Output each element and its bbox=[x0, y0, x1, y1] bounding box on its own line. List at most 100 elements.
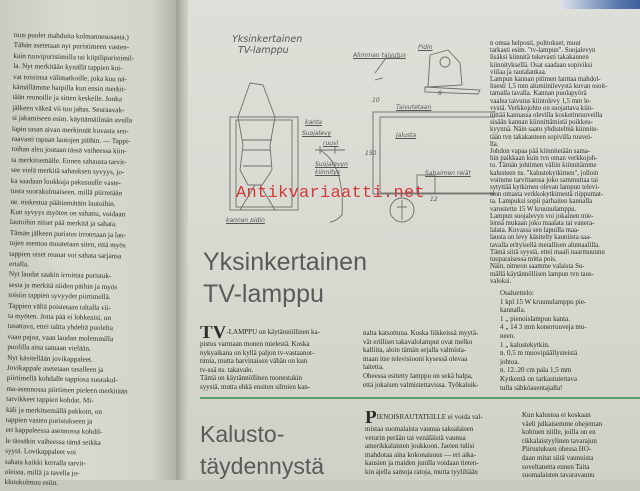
article-headline: Kalusto- bbox=[200, 421, 285, 447]
text-line: to. Tämän johtimen väliin kiinnitämme bbox=[490, 162, 597, 170]
text-line: vaalea taivutus kiintolevy 1,5 mm le- bbox=[490, 97, 592, 105]
bracket-curve bbox=[319, 149, 343, 223]
shield-plate bbox=[229, 116, 299, 211]
left-page bbox=[0, 0, 180, 480]
text-line: tamalla tavalla. Kannan puolapyörä bbox=[490, 90, 587, 98]
text-line: Lampun suojalevyn voi jokainen mie- bbox=[490, 212, 594, 220]
label-pidin: Pidin bbox=[418, 44, 433, 51]
dimension-label: 150 bbox=[365, 150, 377, 157]
parts-list-heading: Osaluettelo: bbox=[500, 289, 534, 297]
text-line: 4 „ 14 3 mm konerruuveja mu- bbox=[500, 323, 587, 332]
drawing-title-line: Yksinkertainen bbox=[232, 34, 303, 45]
text-line: Lampun kannan pitimen lanttaa mahdol- bbox=[490, 76, 601, 84]
holder-hole bbox=[439, 56, 451, 68]
left-page-text-column: tuus puolet mahduita kolmannesosasta.)Tä… bbox=[4, 30, 174, 491]
label-jalusta: Jalusta bbox=[396, 132, 417, 139]
text-line: voimme tarvittaessa joko sammuttaa tai bbox=[490, 176, 598, 184]
text-line: timia, mutta harvinaisen vähän on kun bbox=[200, 357, 308, 366]
article-headline: täydennystä bbox=[200, 453, 325, 479]
text-line: Piirustuksen ohessa HO- bbox=[522, 445, 592, 454]
text-line: sion omasta verkkokytkimestä riippumat- bbox=[490, 191, 604, 199]
text-line: kalliita, aloin tämän sejalla valmista- bbox=[363, 346, 467, 355]
right-page bbox=[188, 0, 640, 480]
text-line: Näin, nimeon saamme valaista Su- bbox=[490, 263, 585, 271]
text-line: veturin perään tai venäläistä vaunua bbox=[365, 433, 466, 442]
text-line: n omaa helposti, polttokset, muut bbox=[490, 40, 581, 47]
socket-lines bbox=[239, 184, 276, 211]
text-line: amerikkalaisten joukkoon. Jaeien tulisi bbox=[365, 442, 475, 451]
text-line: tulla sähköasentajalla! bbox=[500, 383, 563, 392]
text-line: tv-ssä ns. takavalo. bbox=[200, 365, 254, 374]
switch-circle bbox=[389, 197, 415, 223]
bend-detail bbox=[374, 57, 400, 81]
label-ruuvi: ruuvi bbox=[323, 140, 339, 147]
label-suojalevyn-kiinnitys: kiinnitys bbox=[315, 169, 341, 176]
text-line: rikkalaistyylinen tavarajun bbox=[522, 436, 597, 445]
text-line: syystä, mutta ehkä ensiten silmien kan- bbox=[200, 382, 311, 391]
bulb-lines bbox=[242, 139, 272, 167]
background-blue-edge bbox=[560, 0, 640, 9]
text-line: kohtuen niille, joilla on en bbox=[522, 428, 596, 437]
text-line: mällä käytännöllisen lampun tvn taus- bbox=[490, 270, 594, 278]
base-plate bbox=[372, 111, 495, 195]
section-divider bbox=[200, 397, 640, 399]
text-line: että jokaisen valmistettavissa. Työkalui… bbox=[363, 380, 479, 389]
text-line: nalta katsottuna. Koska liikkeissä myytä… bbox=[363, 329, 479, 337]
bulb-shape bbox=[237, 82, 276, 186]
text-line: valoksi. bbox=[490, 277, 512, 285]
text-line: lausta on levy käsitelty kauniista saa- bbox=[490, 234, 592, 242]
text-line: tuuparaisessa mitta pois. bbox=[490, 256, 557, 264]
text-line: johtoa. bbox=[500, 357, 520, 366]
text-line: -LAMPPU on käytännöllinen ka- bbox=[226, 328, 320, 336]
text-line: Kun kalustoa ei koskaan bbox=[522, 411, 591, 419]
lamp-technical-drawing bbox=[229, 49, 495, 223]
watermark: Antikvariaatti.net bbox=[236, 184, 426, 203]
article-headline: TV-lamppu bbox=[203, 280, 324, 308]
text-line: laitetta. bbox=[363, 363, 384, 372]
text-line: viilaa ja rautalankaa. bbox=[490, 68, 547, 76]
text-line: lisesti 1,5 mm alumiinilevystä kuvan oso… bbox=[490, 83, 608, 91]
text-line: Kytkentä on tarkastutettava bbox=[500, 374, 577, 383]
text-line: kyynnä. Näin saatu yhdistelmä kiinnite- bbox=[490, 126, 599, 134]
text-line: tavalla erityisellä metallisen alumaalil… bbox=[490, 241, 600, 249]
dimension-label: 8 bbox=[438, 90, 442, 97]
text-line: Oheessa esitetty lamppu on sekä halpa, bbox=[363, 371, 473, 380]
text-line: n. 12..20 cm pala 1,5 mm bbox=[500, 366, 572, 375]
text-line: vystä. Verkkojohto on suojattava kiin- bbox=[490, 104, 594, 112]
text-line: Johdon vapaa pää kiinnitetään sama- bbox=[490, 148, 591, 156]
holder-base bbox=[424, 86, 481, 95]
text-line: maan itse televisiooni kysessä olevaa bbox=[363, 354, 468, 363]
text-line: kkuukulmuu esiin. bbox=[4, 478, 59, 488]
switch-detail bbox=[397, 200, 407, 220]
parts-list: Osaluettelo: 1 kpl 15 W kruunulamppu pie… bbox=[500, 289, 640, 392]
text-line: soveltanetta ennen Taita bbox=[522, 462, 590, 471]
kalusto-article-col1: PIENOISRAUTATEILLE ei voida val- mistaa … bbox=[365, 411, 515, 477]
text-line: ta. Lampuksi sopii parhaiten kannalla bbox=[490, 198, 593, 206]
shield-plate-inner bbox=[235, 119, 293, 208]
text-line: Tämä on käytännöllinen monestakin bbox=[200, 374, 303, 383]
text-line: 1 „ pienoislampun kanta. bbox=[500, 314, 570, 323]
base-plate-inner bbox=[379, 116, 495, 194]
text-line: IENOISRAUTATEILLE ei voida val- bbox=[376, 413, 483, 421]
label-sahaimen-reiat: Sahaimen reiät bbox=[425, 170, 471, 177]
holder-shape bbox=[427, 49, 463, 88]
label-suojalevyn-kiinnitys: Suojalevyn bbox=[315, 161, 348, 168]
text-line: tarkasti esim. "tv-lampun". Suojalevyn bbox=[490, 47, 596, 55]
text-line: Tämä siitä syystä, ettei maali naarmuunn… bbox=[490, 248, 605, 256]
text-line: kiinnityksellä. Osat saadaan sopiviksi bbox=[490, 61, 593, 69]
text-line: väeli julkaisemme ohejeman bbox=[522, 419, 603, 428]
label-kanta: kanta bbox=[305, 119, 322, 126]
text-line: varustettu 15 W kruunulamppu. bbox=[490, 205, 577, 213]
text-line: 1 kpl 15 W kruunulamppu pie- bbox=[500, 297, 587, 306]
book-spine bbox=[176, 0, 190, 480]
text-line: suomalaisten tavaravaunu bbox=[522, 471, 595, 480]
text-line: nittää kannassa olevilla kosketinruuveil… bbox=[490, 112, 603, 120]
text-line: sytyttää kytkimen olevan lampun televi- bbox=[490, 184, 600, 192]
text-line: pistus varmaan monen mielestä. Koska bbox=[200, 340, 310, 348]
text-line: mistaa suomalaista vaunua saksalaisen bbox=[365, 425, 474, 433]
text-line: kalusteen ns. "kalustekytkimen", jolloin bbox=[490, 169, 599, 177]
tv-article-col1: TV-LAMPPU on käytännöllinen ka- pistus v… bbox=[200, 326, 355, 392]
drop-cap: TV bbox=[200, 326, 227, 343]
label-alimman-taivutus: Alimman taivutus bbox=[353, 52, 406, 59]
